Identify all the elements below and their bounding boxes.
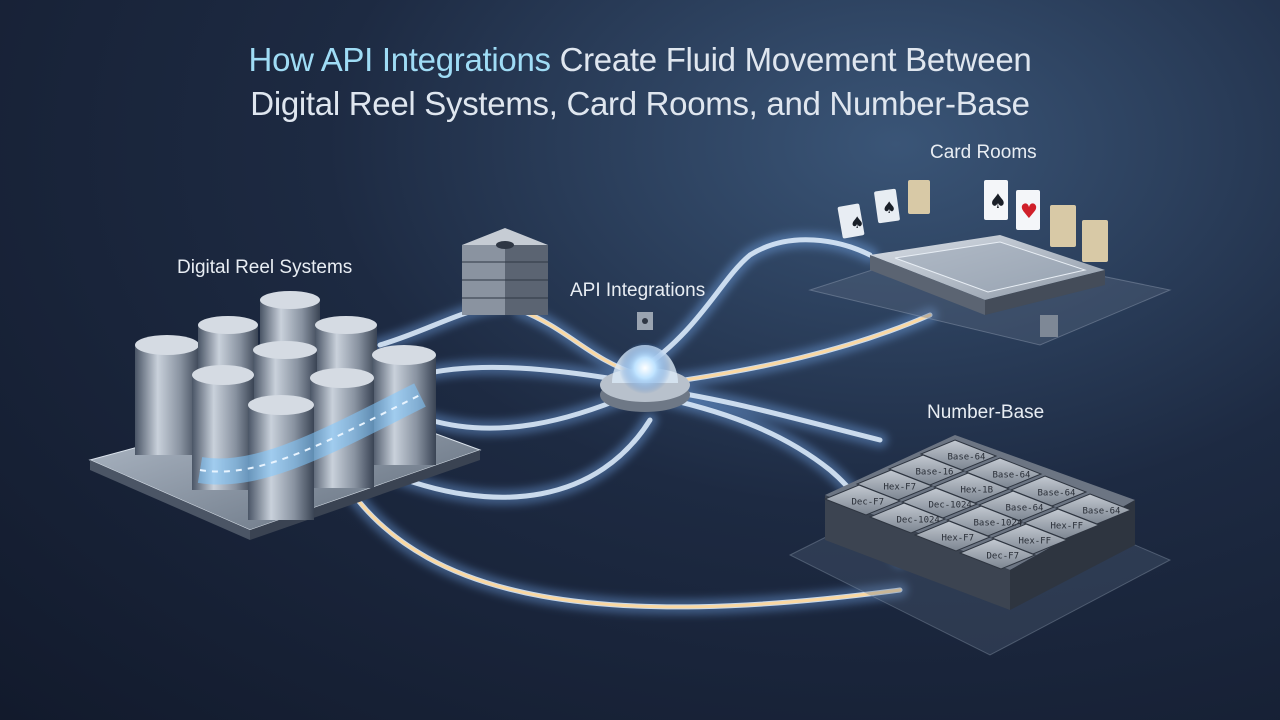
playing-card-icon: ♠ ♠ ♠ ♥ — [837, 180, 1108, 262]
number-tile-label: Hex-FF — [1019, 537, 1052, 547]
number-base-node: Base-64Base-64Base-64Base-64Base-16Hex-1… — [788, 435, 1172, 656]
number-tile-label: Dec-1024 — [897, 516, 940, 526]
server-icon — [462, 228, 548, 315]
hub-dome-icon — [600, 312, 690, 412]
number-tile — [868, 502, 947, 534]
number-tile-label: Base-64 — [1083, 507, 1121, 517]
number-tile-label: Hex-1B — [961, 486, 994, 496]
number-tile-label: Base-16 — [916, 468, 954, 478]
number-tile-label: Base-64 — [1006, 504, 1044, 514]
number-tile — [958, 538, 1037, 570]
number-tile-label: Dec-F7 — [987, 552, 1020, 562]
number-tiles: Base-64Base-64Base-64Base-64Base-16Hex-1… — [823, 439, 1133, 570]
number-tile — [823, 484, 902, 516]
card-rooms-node: ♠ ♠ ♠ ♥ — [808, 180, 1172, 346]
title-line-2: Digital Reel Systems, Card Rooms, and Nu… — [250, 85, 1030, 122]
svg-text:♠: ♠ — [989, 189, 1007, 213]
page-title: How API Integrations Create Fluid Moveme… — [0, 38, 1280, 126]
svg-text:♥: ♥ — [1020, 199, 1038, 223]
cards-label: Card Rooms — [930, 142, 1037, 163]
number-tile-label: Hex-FF — [1051, 522, 1084, 532]
number-tile-label: Hex-F7 — [942, 534, 975, 544]
title-line-1-rest: Create Fluid Movement Between — [550, 41, 1032, 78]
svg-text:♠: ♠ — [882, 198, 896, 217]
numbers-label: Number-Base — [927, 402, 1045, 423]
number-tile — [913, 520, 992, 552]
reels-label: Digital Reel Systems — [177, 257, 353, 278]
number-tile-label: Dec-F7 — [852, 498, 885, 508]
title-highlight: How API Integrations — [248, 41, 551, 78]
number-tile-label: Base-64 — [993, 471, 1031, 481]
svg-text:♠: ♠ — [850, 213, 864, 232]
number-tile-label: Hex-F7 — [884, 483, 917, 493]
title-line-1: How API Integrations Create Fluid Moveme… — [0, 38, 1280, 82]
card-table-icon — [870, 235, 1105, 337]
number-tile-label: Base-1024 — [974, 519, 1023, 529]
reel-systems-node — [88, 291, 482, 540]
api-label: API Integrations — [570, 280, 706, 301]
flow-paths — [342, 231, 938, 615]
number-tile-label: Base-64 — [1038, 489, 1076, 499]
number-tile-label: Dec-1024 — [929, 501, 972, 511]
number-tile-label: Base-64 — [948, 453, 986, 463]
